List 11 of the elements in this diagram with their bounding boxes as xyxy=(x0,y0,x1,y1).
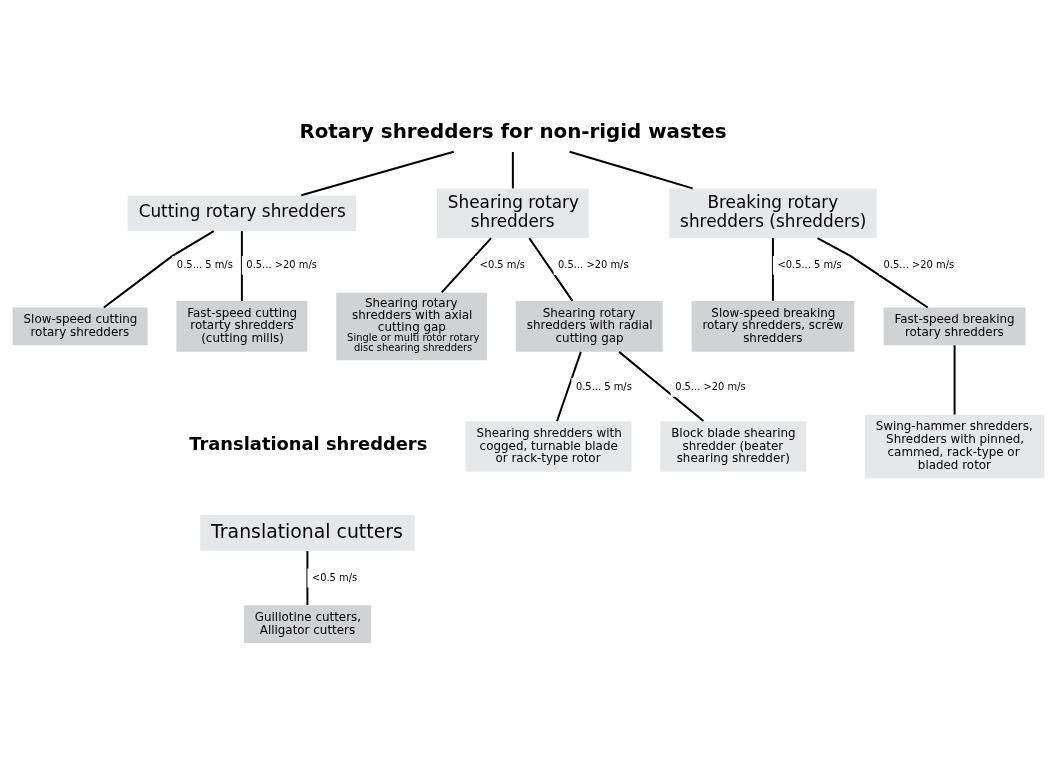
edge-label: 0.5... >20 m/s xyxy=(558,258,629,270)
edge-label: 0.5... 5 m/s xyxy=(575,380,632,392)
edge-label: 0.5... >20 m/s xyxy=(675,380,746,392)
node-text: Rotary shredders for non-rigid wastes xyxy=(299,119,727,143)
edge-label: 0.5... >20 m/s xyxy=(883,258,955,270)
edge-label: <0.5 m/s xyxy=(311,571,358,583)
edge-label: <0.5... 5 m/s xyxy=(777,258,842,270)
edge-label: <0.5 m/s xyxy=(479,258,525,270)
label: Translational shredders xyxy=(189,432,428,454)
edge-label: 0.5... 5 m/s xyxy=(176,258,233,270)
edge-label: 0.5... >20 m/s xyxy=(246,258,317,270)
